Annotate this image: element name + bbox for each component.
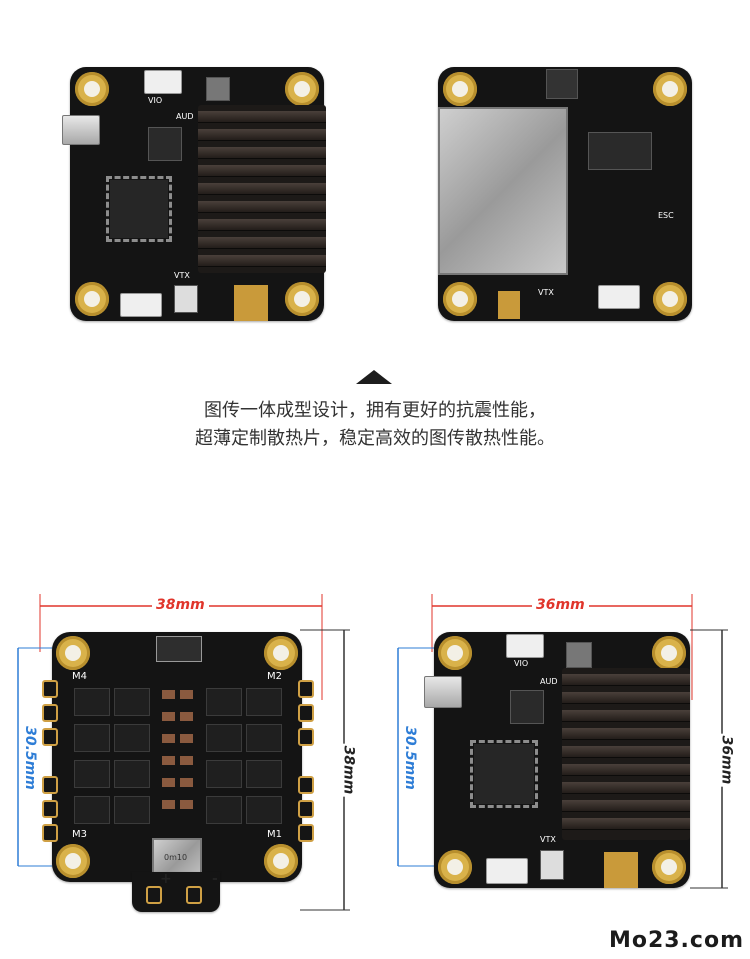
antenna-connector	[234, 285, 268, 321]
arrow-up-icon	[356, 370, 392, 384]
mount-hole	[75, 282, 109, 316]
label-vio: VIO	[514, 659, 529, 668]
label-vtx: VTX	[540, 835, 556, 844]
minus-label: -	[212, 871, 218, 887]
caption-line-2: 超薄定制散热片，稳定高效的图传散热性能。	[195, 428, 555, 449]
motor-label: M3	[72, 829, 87, 840]
flight-controller-top-view: VIO AUD VTX	[62, 67, 326, 321]
mount-hole	[438, 850, 472, 884]
mount-hole	[652, 636, 686, 670]
hole-spacing-label-left: 30.5mm	[21, 724, 38, 792]
power-pad	[186, 886, 202, 904]
connector	[120, 293, 162, 317]
mount-hole	[285, 282, 319, 316]
caption-line-1: 图传一体成型设计，拥有更好的抗震性能，	[204, 400, 546, 421]
mount-hole	[264, 844, 298, 878]
flight-controller-bottom-view: VTX ESC	[438, 67, 692, 321]
motor-label: M4	[72, 671, 87, 682]
width-label-left: 38mm	[152, 597, 209, 613]
mount-hole	[438, 636, 472, 670]
width-label-right: 36mm	[532, 597, 589, 613]
heatsink	[198, 105, 326, 273]
header	[156, 636, 202, 662]
mcu-chip	[470, 740, 538, 808]
usb-port-icon	[62, 115, 100, 145]
watermark: Mo23.com	[608, 928, 744, 953]
motor-label: M1	[267, 829, 282, 840]
mount-hole	[285, 72, 319, 106]
chip	[148, 127, 182, 161]
height-label-left: 38mm	[340, 743, 357, 797]
mount-hole	[443, 72, 477, 106]
esc-board: 0m10 M4 M2 M3 M1	[52, 632, 302, 886]
chip	[510, 690, 544, 724]
connector	[598, 285, 640, 309]
label-vtx: VTX	[174, 271, 190, 280]
mount-hole	[653, 282, 687, 316]
power-pad	[146, 886, 162, 904]
mount-hole	[652, 850, 686, 884]
connector	[144, 70, 182, 94]
mount-hole	[75, 72, 109, 106]
heatsink	[562, 668, 690, 840]
hole-spacing-label-right: 30.5mm	[401, 724, 418, 792]
header	[546, 69, 578, 99]
vtx-shield	[438, 107, 568, 275]
mount-hole	[443, 282, 477, 316]
label-vtx: VTX	[538, 288, 554, 297]
pad	[498, 291, 520, 319]
component	[206, 77, 230, 101]
chip	[588, 132, 652, 170]
label-aud: AUD	[540, 677, 558, 686]
button	[540, 850, 564, 880]
component	[566, 642, 592, 668]
mount-hole	[653, 72, 687, 106]
usb-port-icon	[424, 676, 462, 708]
connector	[486, 858, 528, 884]
mcu-chip	[106, 176, 172, 242]
height-label-right: 36mm	[718, 733, 735, 787]
motor-label: M2	[267, 671, 282, 682]
antenna-connector	[604, 852, 638, 888]
button	[174, 285, 198, 313]
label-aud: AUD	[176, 112, 194, 121]
label-esc: ESC	[658, 211, 674, 220]
flight-controller-dimension-view: VIO AUD VTX	[424, 632, 690, 888]
plus-label: +	[160, 871, 172, 887]
shunt-label: 0m10	[164, 853, 188, 862]
mount-hole	[56, 636, 90, 670]
connector	[506, 634, 544, 658]
label-vio: VIO	[148, 96, 163, 105]
mount-hole	[264, 636, 298, 670]
mount-hole	[56, 844, 90, 878]
